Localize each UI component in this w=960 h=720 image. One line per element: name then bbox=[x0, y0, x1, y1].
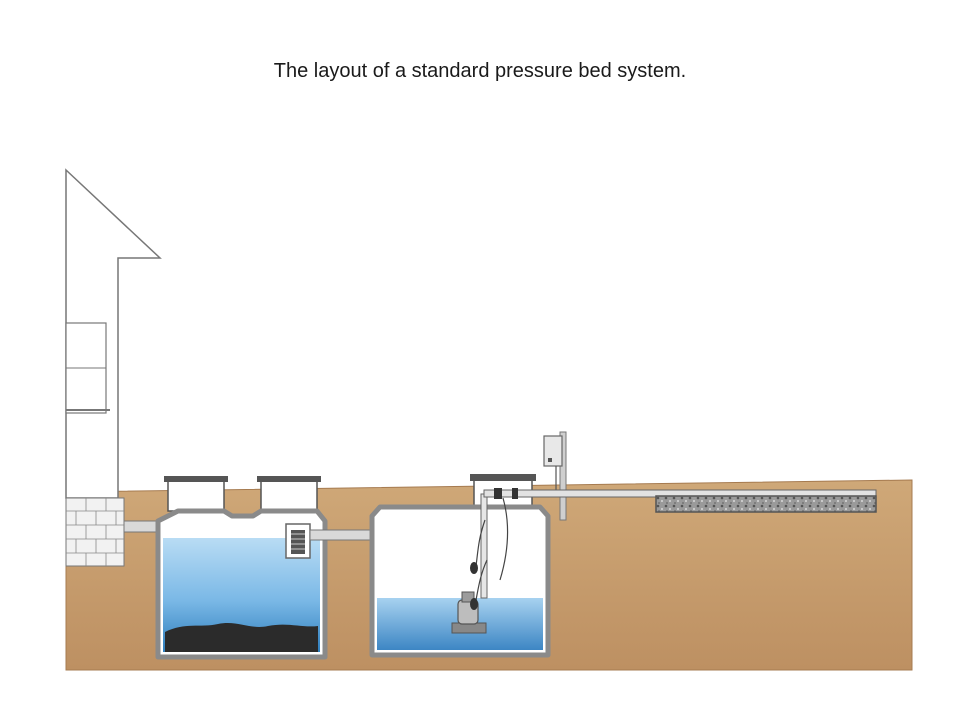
diagram-title: The layout of a standard pressure bed sy… bbox=[273, 60, 687, 82]
pump-chamber-icon bbox=[369, 474, 551, 658]
septic-tank-icon bbox=[155, 476, 328, 660]
control-panel-icon bbox=[543, 431, 567, 521]
brick-foundation bbox=[65, 497, 125, 567]
float-switches bbox=[470, 497, 509, 610]
pressure-bed-icon bbox=[655, 495, 877, 513]
house-icon bbox=[65, 168, 162, 567]
effluent-filter bbox=[285, 523, 311, 559]
